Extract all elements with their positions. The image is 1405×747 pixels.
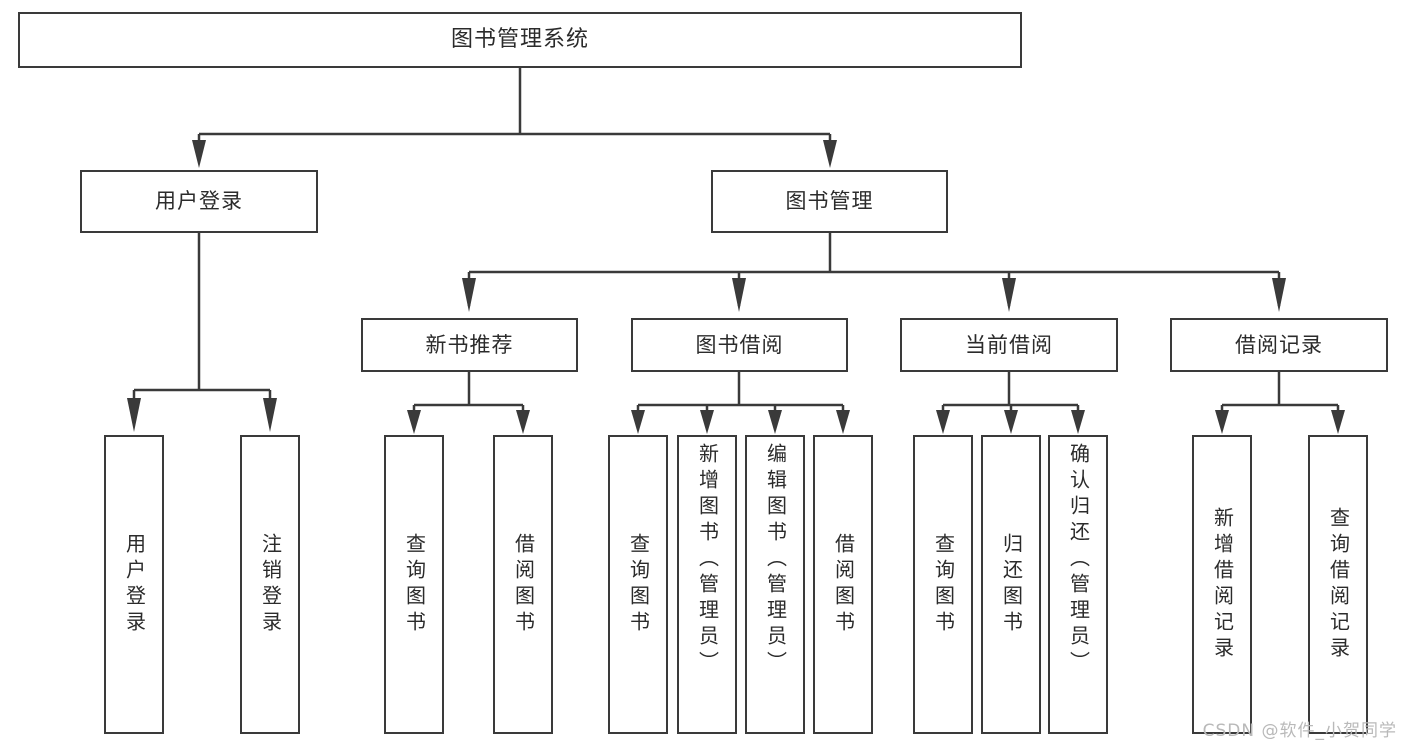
node-leaf-borrow-edit-book-admin[interactable]: 编辑图书（管理员）: [745, 435, 805, 734]
node-label: 新增借阅记录: [1210, 506, 1235, 663]
node-leaf-current-query-book[interactable]: 查询图书: [913, 435, 973, 734]
node-label: 借阅图书: [511, 532, 536, 637]
node-root-book-management-system[interactable]: 图书管理系统: [18, 12, 1022, 68]
node-book-management[interactable]: 图书管理: [711, 170, 948, 233]
node-label: 查询图书: [626, 532, 651, 637]
node-label: 用户登录: [155, 189, 243, 214]
node-label: 查询图书: [931, 532, 956, 637]
node-user-login[interactable]: 用户登录: [80, 170, 318, 233]
node-label: 借阅记录: [1235, 332, 1323, 357]
node-leaf-current-return-book[interactable]: 归还图书: [981, 435, 1041, 734]
node-label: 用户登录: [122, 532, 147, 637]
node-label: 借阅图书: [831, 532, 856, 637]
node-label: 确认归还（管理员）: [1066, 443, 1091, 677]
node-leaf-record-query-record[interactable]: 查询借阅记录: [1308, 435, 1368, 734]
node-label: 图书管理系统: [450, 27, 589, 53]
node-leaf-borrow-add-book-admin[interactable]: 新增图书（管理员）: [677, 435, 737, 734]
node-book-borrowing[interactable]: 图书借阅: [631, 318, 848, 372]
node-leaf-borrow-borrow-book[interactable]: 借阅图书: [813, 435, 873, 734]
node-label: 新书推荐: [425, 332, 514, 357]
node-borrow-records[interactable]: 借阅记录: [1170, 318, 1388, 372]
node-label: 新增图书（管理员）: [695, 443, 720, 677]
node-leaf-newbook-borrow-book[interactable]: 借阅图书: [493, 435, 553, 734]
node-label: 当前借阅: [965, 332, 1053, 357]
node-new-book-recommendation[interactable]: 新书推荐: [361, 318, 578, 372]
watermark-text: CSDN @软件_小贺同学: [1202, 721, 1397, 741]
node-label: 图书借阅: [695, 332, 784, 357]
node-leaf-user-login-signin[interactable]: 用户登录: [104, 435, 164, 734]
node-leaf-record-add-record[interactable]: 新增借阅记录: [1192, 435, 1252, 734]
node-label: 编辑图书（管理员）: [763, 443, 788, 677]
node-leaf-newbook-query-book[interactable]: 查询图书: [384, 435, 444, 734]
node-leaf-user-login-signout[interactable]: 注销登录: [240, 435, 300, 734]
node-label: 查询借阅记录: [1326, 506, 1351, 663]
node-label: 图书管理: [785, 189, 874, 214]
node-label: 归还图书: [999, 532, 1024, 637]
node-leaf-borrow-query-book[interactable]: 查询图书: [608, 435, 668, 734]
node-label: 查询图书: [402, 532, 427, 637]
node-label: 注销登录: [258, 532, 283, 637]
node-current-borrowing[interactable]: 当前借阅: [900, 318, 1118, 372]
node-leaf-current-confirm-return-admin[interactable]: 确认归还（管理员）: [1048, 435, 1108, 734]
